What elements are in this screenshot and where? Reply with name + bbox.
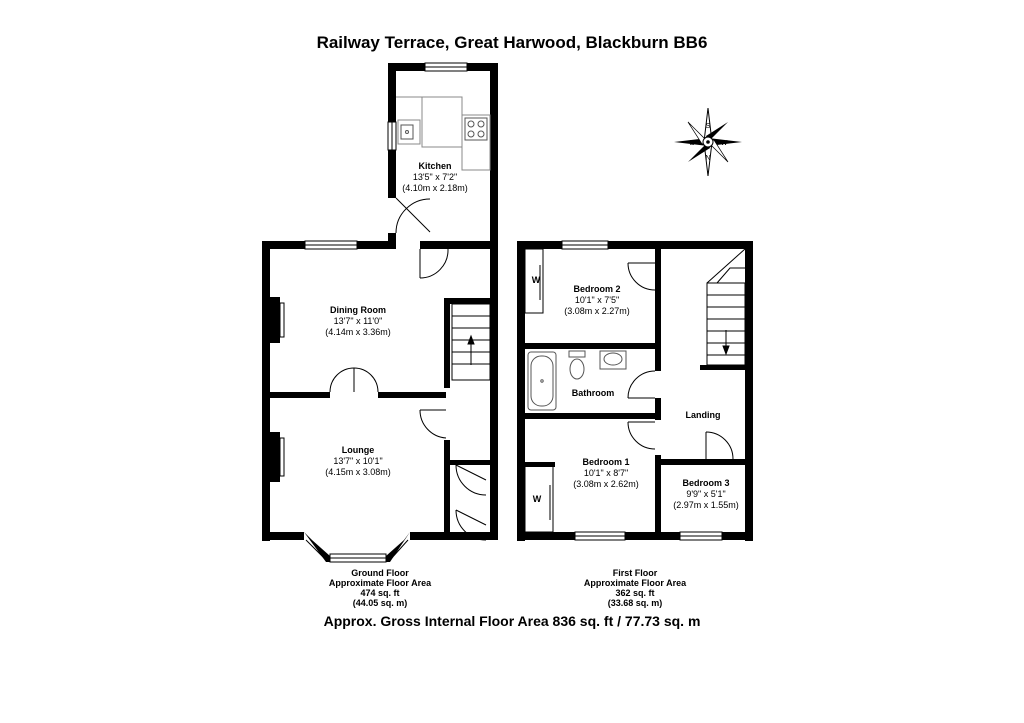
kitchen-door [395,197,431,234]
bath-icon [527,351,557,411]
dining-fireplace [270,297,285,343]
bathroom-name: Bathroom [572,388,615,398]
compass-rose-icon [674,107,742,177]
kitchen-imperial: 13'5" x 7'2" [413,172,457,182]
sink-icon [400,124,414,140]
first-floor-stairs [706,248,746,366]
kitchen-name: Kitchen [418,161,451,171]
kitchen-counter [396,96,491,171]
first-floor-caption-2: Approximate Floor Area [584,578,687,588]
ground-floor [262,62,498,563]
bay-window [304,532,410,563]
dining-window [304,240,358,250]
first-floor [517,240,753,541]
lounge-name: Lounge [342,445,375,455]
ground-floor-caption-1: Ground Floor [351,568,409,578]
first-floor-caption-3: 362 sq. ft [615,588,654,598]
bedroom3-imperial: 9'9" x 5'1" [686,489,725,499]
lounge-metric: (4.15m x 3.08m) [325,467,391,477]
compass-s: S [706,123,711,130]
dining-name: Dining Room [330,305,386,315]
compass-e: E [690,140,695,147]
bedroom2-imperial: 10'1" x 7'5" [575,295,619,305]
first-floor-caption-1: First Floor [613,568,658,578]
bedroom1-imperial: 10'1" x 8'7" [584,468,628,478]
toilet-icon [568,350,586,380]
ground-floor-caption-2: Approximate Floor Area [329,578,432,588]
dining-kitchen-door [419,248,449,279]
hall-doors [455,464,487,541]
gross-area-caption: Approx. Gross Internal Floor Area 836 sq… [323,613,701,629]
bedroom3-metric: (2.97m x 1.55m) [673,500,739,510]
dining-metric: (4.14m x 3.36m) [325,327,391,337]
lounge-fireplace [270,432,285,482]
first-floor-caption-4: (33.68 sq. m) [608,598,663,608]
bedroom1-wardrobe [524,462,555,533]
ground-floor-caption-3: 474 sq. ft [360,588,399,598]
kitchen-metric: (4.10m x 2.18m) [402,183,468,193]
lounge-imperial: 13'7" x 10'1" [333,456,382,466]
dining-lounge-doors [329,367,379,393]
kitchen-window [387,62,468,151]
bedroom1-metric: (3.08m x 2.62m) [573,479,639,489]
bedroom3-name: Bedroom 3 [682,478,729,488]
bedroom2-name: Bedroom 2 [573,284,620,294]
landing-name: Landing [686,410,721,420]
ground-main-walls [262,241,498,541]
first-floor-doors [627,262,734,460]
ground-floor-caption-4: (44.05 sq. m) [353,598,408,608]
bedroom1-name: Bedroom 1 [582,457,629,467]
basin-icon [599,350,627,370]
hob-icon [464,117,488,141]
ground-stairs [451,303,491,381]
first-floor-windows [561,240,723,541]
first-floor-walls [517,241,753,541]
plan-title: Railway Terrace, Great Harwood, Blackbur… [316,33,708,52]
compass-n: N [705,155,710,162]
bedroom2-wardrobe [524,248,544,314]
lounge-door [419,409,447,439]
compass-w: W [721,140,728,147]
bedroom1-wardrobe-label: W [533,494,542,504]
bedroom2-metric: (3.08m x 2.27m) [564,306,630,316]
dining-imperial: 13'7" x 11'0" [334,316,383,326]
bedroom2-wardrobe-label: W [532,275,541,285]
